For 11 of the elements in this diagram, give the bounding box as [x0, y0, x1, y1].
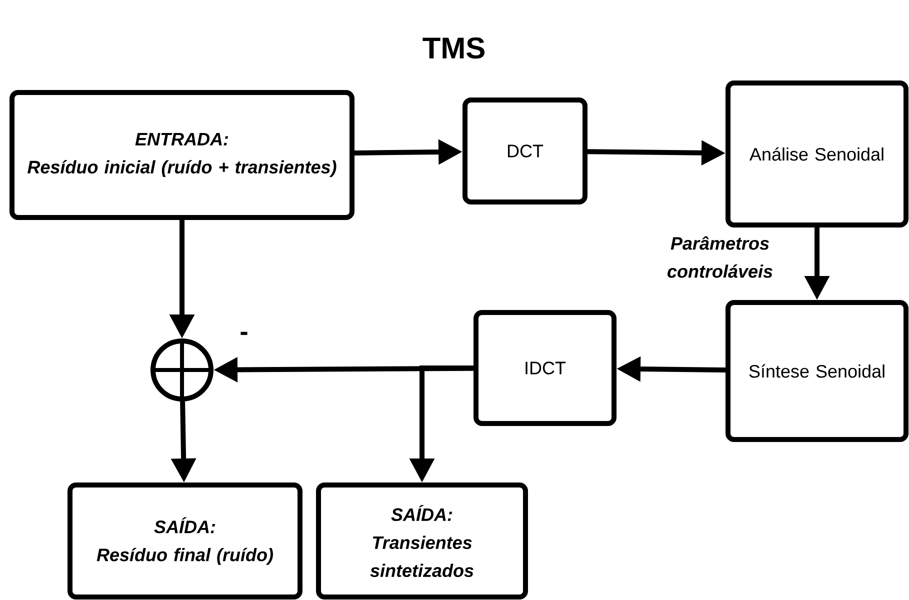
process-box: IDCT	[474, 310, 616, 426]
process-box: SAÍDA: Resíduo final (ruído)	[68, 482, 302, 600]
edge-label: -	[240, 332, 248, 335]
process-box: Análise Senoidal	[726, 80, 908, 228]
process-box: Síntese Senoidal	[726, 300, 908, 442]
process-box: ENTRADA: Resíduo inicial (ruído + transientes)	[10, 90, 354, 220]
summing-junction	[148, 336, 216, 404]
edge-label: Parâmetros controláveis	[668, 236, 772, 278]
process-box: SAÍDA: Transientes sintetizados	[316, 482, 528, 600]
title: TMS	[422, 37, 484, 59]
process-box: DCT	[462, 98, 588, 204]
